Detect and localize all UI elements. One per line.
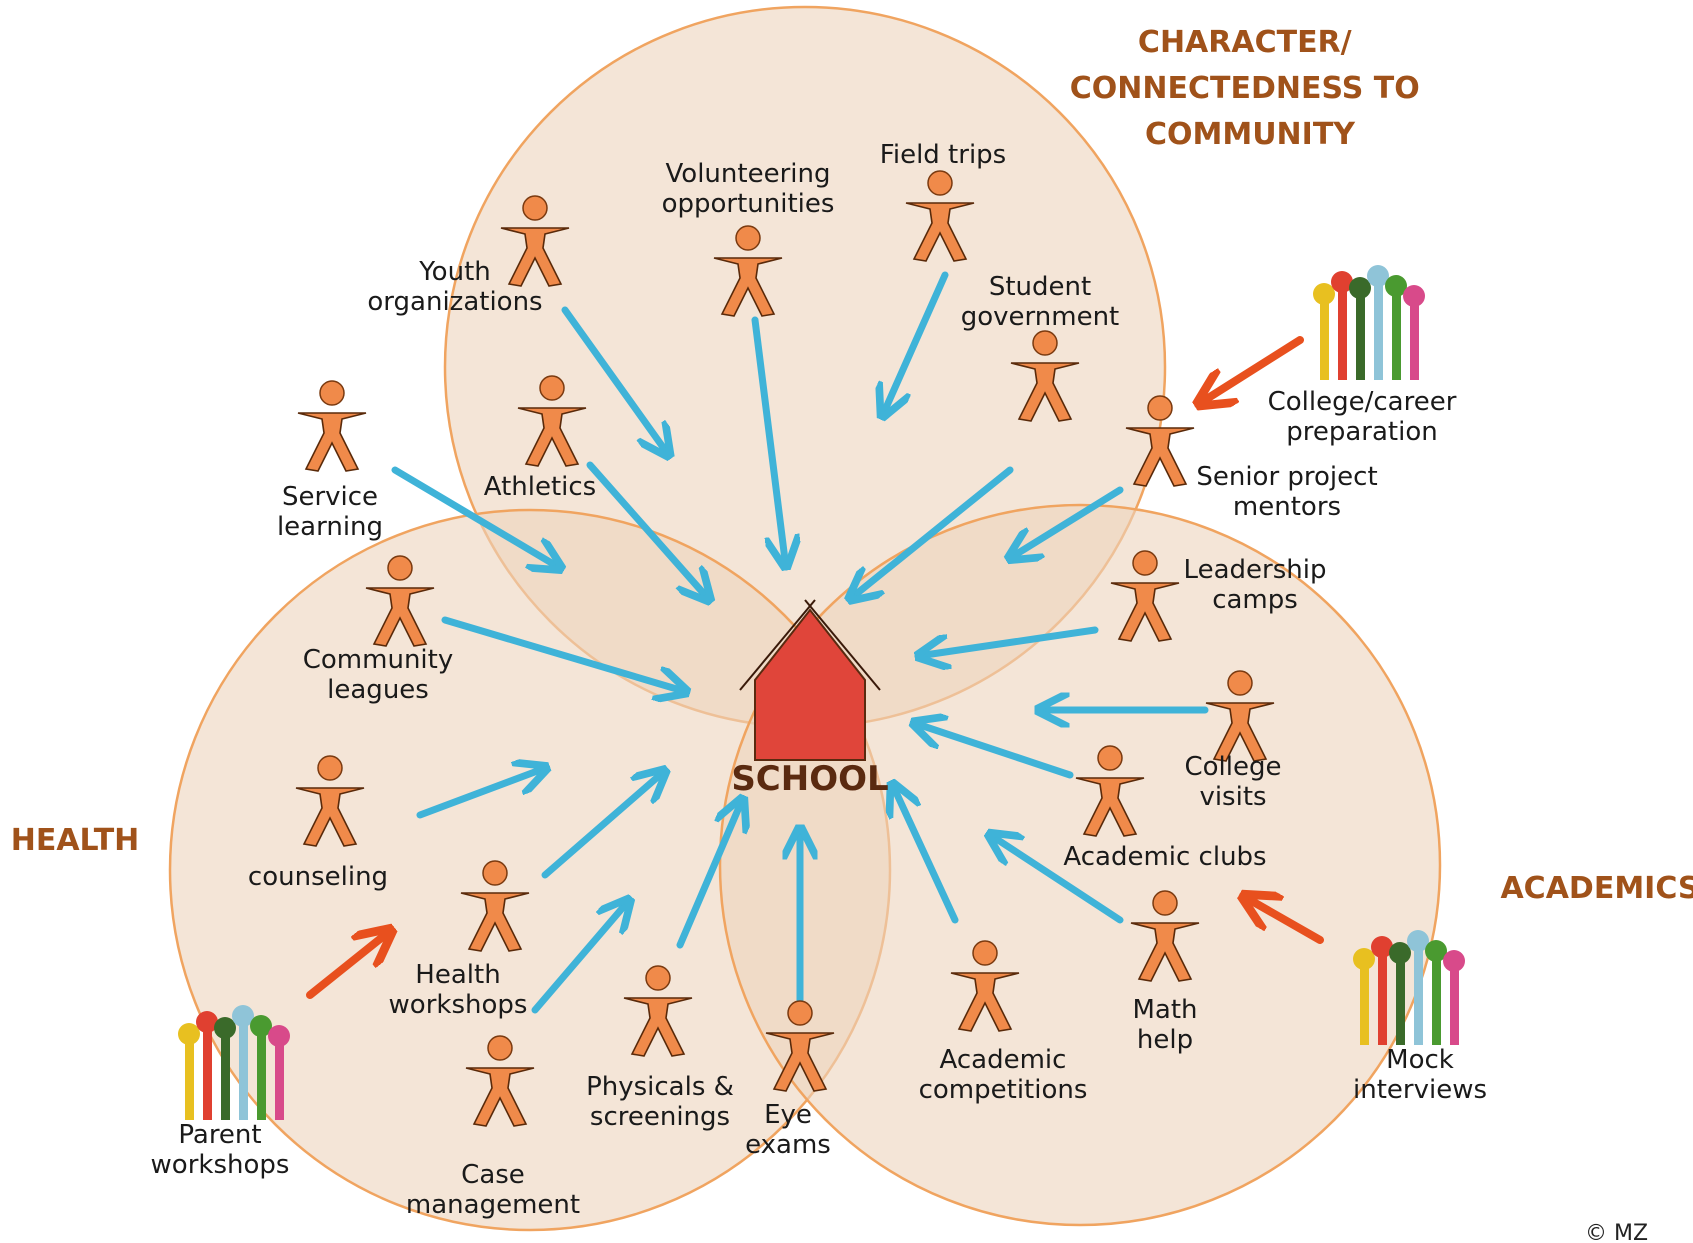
arrow xyxy=(441,616,680,690)
circle-academics xyxy=(718,503,1442,1227)
school-label: SCHOOL xyxy=(731,759,888,799)
arrow xyxy=(995,838,1124,924)
raised-hands-icon xyxy=(1313,265,1425,380)
arrow xyxy=(855,466,1014,595)
arrows xyxy=(306,271,1324,1014)
copyright-text: © MZ xyxy=(1585,1221,1648,1243)
arrow xyxy=(541,775,660,879)
arrow xyxy=(676,805,740,949)
arrow xyxy=(391,466,555,565)
category-academics: ACADEMICS xyxy=(1500,871,1693,906)
venn-circles xyxy=(168,5,1442,1232)
arrow-red xyxy=(1250,900,1324,944)
label-field-trips: Field trips xyxy=(880,140,1006,170)
label-athletics: Athletics xyxy=(484,472,596,502)
arrow xyxy=(531,905,625,1014)
arrow xyxy=(416,770,540,819)
category-character: CHARACTER/ CONNECTEDNESS TO COMMUNITY xyxy=(1070,25,1430,152)
category-titles: CHARACTER/ CONNECTEDNESS TO COMMUNITY HE… xyxy=(11,25,1693,906)
arrow xyxy=(751,316,785,560)
person-icon xyxy=(297,380,367,472)
label-physicals: Physicals &screenings xyxy=(586,1072,734,1132)
arrow-red xyxy=(306,935,385,999)
arrow xyxy=(1015,486,1124,555)
label-counseling: counseling xyxy=(248,862,388,892)
label-academic-clubs: Academic clubs xyxy=(1063,842,1266,872)
arrow xyxy=(885,271,949,410)
arrow xyxy=(586,461,705,595)
arrow xyxy=(895,790,959,924)
arrow xyxy=(925,626,1099,655)
school-icon xyxy=(739,599,881,761)
arrow xyxy=(920,725,1074,779)
category-health: HEALTH xyxy=(11,823,140,858)
arrow-red xyxy=(1205,336,1304,400)
arrow xyxy=(561,306,665,450)
